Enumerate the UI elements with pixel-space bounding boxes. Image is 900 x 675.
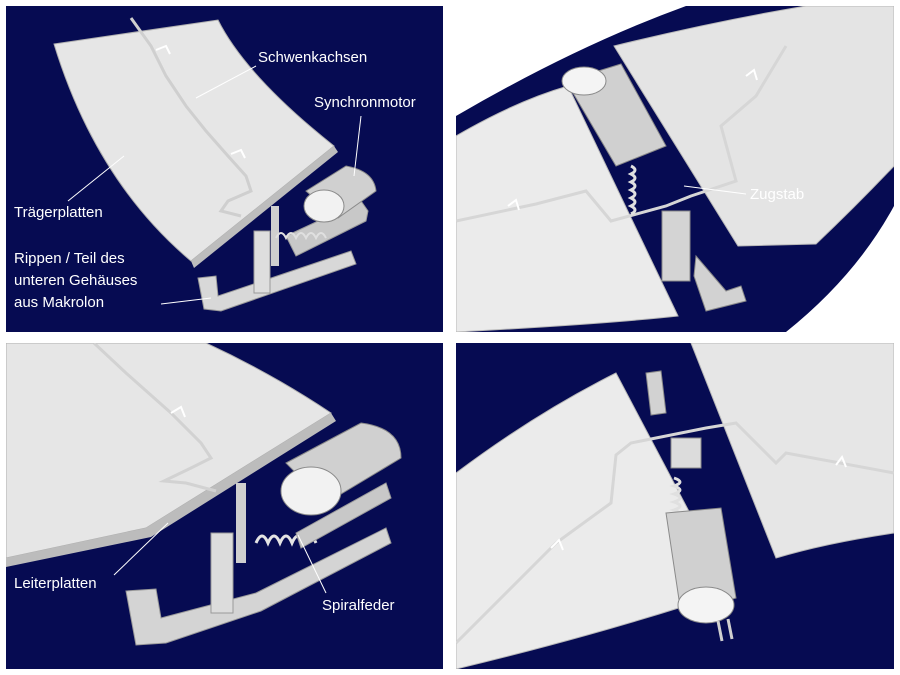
panel-bottom-right	[456, 343, 894, 669]
leader-leiterplatten	[113, 522, 169, 576]
mechanism-drawing-4	[456, 343, 894, 669]
mechanism-drawing-1	[53, 17, 377, 312]
label-schwenkachsen: Schwenkachsen	[258, 49, 368, 66]
leader-schwenkachsen	[195, 65, 257, 99]
axis-clip	[170, 405, 186, 418]
right-plate	[613, 6, 894, 247]
motor-pins	[716, 618, 734, 642]
rib-base	[125, 527, 392, 646]
left-plate	[456, 85, 679, 332]
panel-bottom-left: Leiterplatten Spiralfeder	[6, 343, 443, 669]
label-rippen-line1: Rippen / Teil des	[14, 250, 125, 267]
label-rippen-line3: aus Makrolon	[14, 294, 105, 311]
pivot-axis-rod	[456, 45, 788, 223]
circuit-board-edge	[6, 413, 336, 567]
axis-clip-1	[550, 538, 564, 551]
label-rippen-line2: unteren Gehäuses	[14, 272, 138, 289]
motor-face	[677, 586, 735, 624]
leader-spiralfeder	[297, 534, 327, 594]
carrier-plate-edge	[191, 146, 338, 268]
rib-base	[197, 250, 357, 312]
carrier-plate	[53, 19, 335, 262]
axis-clip-2	[230, 148, 246, 159]
leader-synchronmotor	[353, 115, 362, 177]
leader-traegerplatten	[67, 155, 125, 202]
background-sweep-top	[456, 6, 686, 116]
hook-base	[693, 254, 747, 312]
label-traegerplatten: Trägerplatten	[14, 204, 103, 221]
leader-rippen	[160, 297, 212, 305]
label-zugstab: Zugstab	[750, 186, 805, 203]
label-leiterplatten: Leiterplatten	[14, 575, 97, 592]
leader-zugstab	[683, 185, 747, 195]
motor-body	[665, 507, 737, 614]
right-plate	[690, 343, 894, 559]
motor-face	[280, 466, 342, 516]
motor-face	[561, 66, 607, 96]
pivot-axis-rod	[92, 343, 217, 493]
axis-clip-1	[507, 198, 520, 211]
spring	[627, 164, 637, 216]
label-spiralfeder: Spiralfeder	[322, 597, 395, 614]
mechanism-drawing-2	[456, 6, 894, 332]
axis-clip-2	[835, 454, 847, 468]
rib-post-back	[271, 206, 279, 266]
synchronous-motor-face	[303, 189, 345, 223]
background-sweep-bottom	[786, 206, 894, 332]
panel-top-left: Schwenkachsen Synchronmotor Trägerplatte…	[6, 6, 443, 332]
axis-clip-2	[745, 68, 758, 81]
panel-top-right: Zugstab	[456, 6, 894, 332]
spring	[669, 476, 682, 520]
pivot-axis-rod	[456, 421, 894, 645]
axis-clip-1	[155, 44, 171, 55]
spring	[275, 232, 327, 241]
hook-top	[645, 370, 667, 416]
rib-post	[210, 532, 234, 614]
label-synchronmotor: Synchronmotor	[314, 94, 416, 111]
rib-post-back	[236, 483, 246, 563]
clip	[670, 437, 702, 469]
motor-mount	[295, 482, 392, 549]
mechanism-drawing-3	[6, 343, 402, 646]
clip-holder	[661, 210, 691, 282]
pivot-axis-rod	[129, 17, 253, 218]
rib-post	[253, 230, 271, 294]
